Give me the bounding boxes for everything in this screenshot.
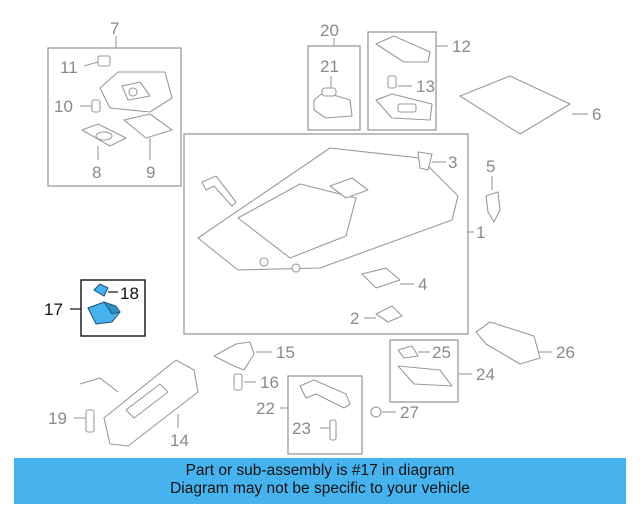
banner-line-1: Part or sub-assembly is #17 in diagram: [185, 462, 455, 479]
callout-19: 19: [48, 409, 67, 428]
group-12: [367, 31, 448, 131]
info-banner: Part or sub-assembly is #17 in diagram D…: [14, 458, 626, 504]
callout-5: 5: [486, 157, 495, 176]
callout-10: 10: [54, 97, 73, 116]
group-1: [183, 133, 474, 335]
callout-3: 3: [448, 153, 457, 172]
vanity-mirror: [125, 383, 169, 419]
group-17-box: [80, 279, 146, 337]
group-1-box: [183, 133, 469, 335]
callout-18: 18: [120, 284, 139, 303]
callout-24: 24: [476, 365, 495, 384]
group-7: [47, 36, 182, 187]
sunroof-opening: [237, 183, 357, 259]
callout-21: 21: [320, 57, 339, 76]
grab-handle-part: [201, 175, 237, 207]
mat-part-6: [459, 75, 571, 135]
callout-11: 11: [60, 58, 78, 77]
callout-20: 20: [320, 21, 339, 40]
clip-part-3: [417, 151, 433, 171]
group-24-box: [389, 339, 459, 403]
callout-23: 23: [292, 419, 311, 438]
assist-grip-part: [299, 379, 351, 409]
socket-part: [91, 99, 101, 113]
group-12-box: [367, 31, 437, 131]
callout-25: 25: [432, 343, 451, 362]
callout-13: 13: [416, 77, 435, 96]
group-20: [307, 38, 361, 131]
screw-part-16: [233, 373, 243, 391]
bulb-part: [97, 55, 111, 67]
pillar-trim-part-5: [485, 191, 501, 223]
clip-part-27: [370, 406, 382, 418]
callout-16: 16: [260, 373, 279, 392]
pad-part-4: [361, 267, 401, 289]
callout-26: 26: [556, 343, 575, 362]
trim-part-24: [397, 365, 453, 387]
spot-lamp-part: [375, 35, 431, 63]
group-22: [280, 375, 363, 455]
bracket-part-15: [213, 341, 255, 371]
callout-9: 9: [146, 163, 155, 182]
clip-part-18: [93, 283, 109, 297]
callout-1: 1: [476, 223, 485, 242]
callout-17: 17: [44, 300, 63, 319]
callout-6: 6: [592, 105, 601, 124]
callout-22: 22: [256, 399, 275, 418]
callout-4: 4: [418, 275, 427, 294]
group-7-box: [47, 47, 182, 187]
group-17: [70, 279, 146, 337]
clip-part-25: [397, 345, 419, 359]
screw-part-19: [85, 409, 95, 433]
group-24: [389, 339, 472, 403]
banner-line-2: Diagram may not be specific to your vehi…: [170, 480, 470, 497]
group-22-box: [287, 375, 363, 455]
callout-14: 14: [170, 431, 189, 450]
callout-8: 8: [92, 163, 101, 182]
callout-15: 15: [276, 343, 295, 362]
panel-part-26: [475, 321, 541, 365]
bolt-part-23: [329, 419, 337, 441]
lens-part-9: [123, 113, 173, 139]
bulb-part-13: [387, 75, 397, 89]
callout-12: 12: [452, 37, 471, 56]
callout-2: 2: [350, 309, 359, 328]
callout-27: 27: [400, 403, 419, 422]
clip-part-2: [375, 305, 403, 323]
callout-7: 7: [110, 19, 119, 38]
